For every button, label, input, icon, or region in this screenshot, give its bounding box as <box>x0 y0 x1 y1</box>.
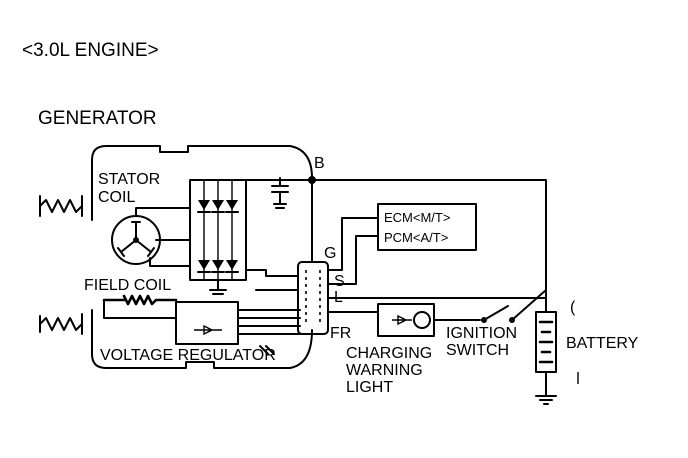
ecm-pcm-box <box>327 203 477 285</box>
battery-icon <box>535 289 557 397</box>
bracket-mark: ( <box>570 299 576 316</box>
rotor-winding-bottom-icon <box>39 313 83 335</box>
stator-coil-label-2: COIL <box>98 189 135 206</box>
terminal-g-label: G <box>324 245 336 262</box>
charging-label-3: LIGHT <box>346 379 393 396</box>
battery-label: BATTERY <box>566 335 639 352</box>
terminal-fr-label: FR <box>330 325 351 342</box>
terminal-l-label: L <box>334 289 343 306</box>
field-coil-icon <box>102 294 178 319</box>
ecm-label: ECM<M/T> <box>384 210 450 225</box>
capacitor-icon <box>271 177 289 209</box>
stator-coil-icon <box>111 207 191 267</box>
warning-circuit <box>327 297 547 337</box>
output-wiring <box>245 176 547 291</box>
stator-coil-label-1: STATOR <box>98 171 160 188</box>
generator-connector <box>297 261 329 335</box>
rotor-winding-top-icon <box>39 195 83 217</box>
ignition-label-1: IGNITION <box>446 325 517 342</box>
charging-label-1: CHARGING <box>346 345 432 362</box>
generator-title: GENERATOR <box>38 108 157 129</box>
switch-icon <box>481 289 547 323</box>
pcm-label: PCM<A/T> <box>384 230 448 245</box>
voltage-regulator-box <box>175 301 301 355</box>
rectifier-diode-icon <box>189 179 247 295</box>
charging-label-2: WARNING <box>346 362 423 379</box>
voltage-regulator-label: VOLTAGE REGULATOR <box>100 347 276 364</box>
terminal-b-label: B <box>314 155 325 172</box>
ground-icon <box>535 395 557 405</box>
field-coil-label: FIELD COIL <box>84 277 171 294</box>
warning-lamp-icon <box>413 311 431 329</box>
ignition-label-2: SWITCH <box>446 342 509 359</box>
diagram-title: <3.0L ENGINE> <box>22 40 159 61</box>
terminal-s-label: S <box>334 273 345 290</box>
generator-housing <box>91 145 313 369</box>
